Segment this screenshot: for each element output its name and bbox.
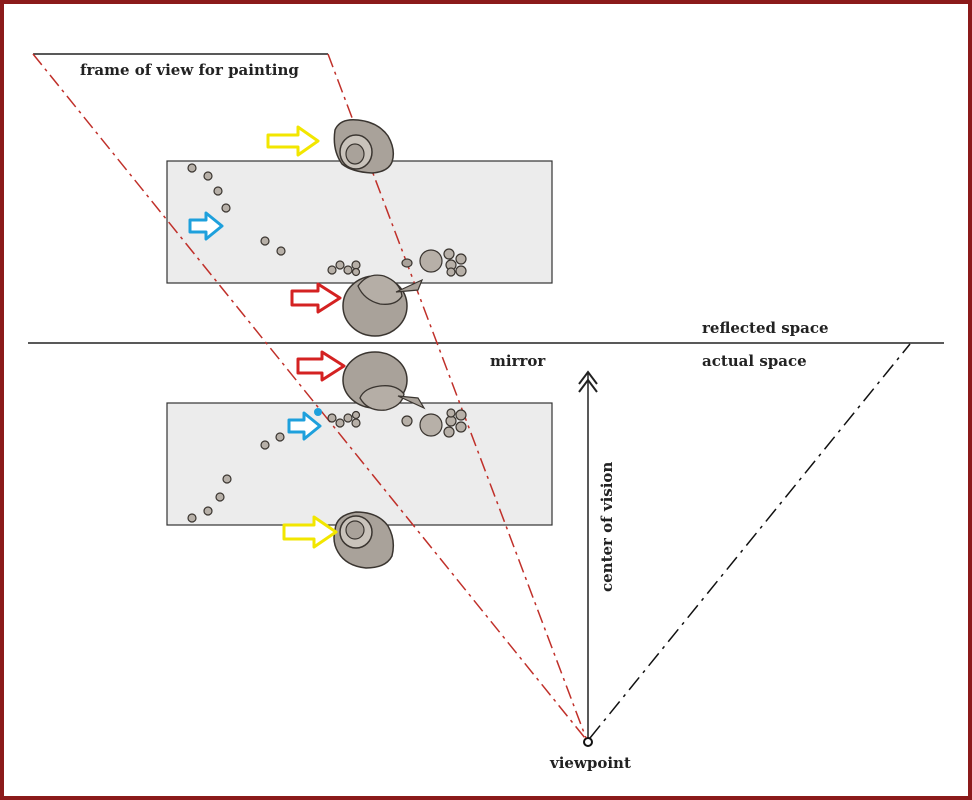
blue-arrow-actual [287, 411, 322, 441]
figure-actual-top [342, 351, 426, 411]
frame-of-view-label: frame of view for painting [80, 61, 299, 79]
left-sight-line [32, 53, 586, 739]
yellow-arrow-actual [282, 515, 338, 549]
blue-dot-marker [314, 408, 322, 416]
figure-reflected-bottom [342, 258, 424, 337]
viewpoint-label: viewpoint [549, 754, 631, 772]
center-of-vision-label: center of vision [598, 462, 616, 592]
reflected-space-label: reflected space [702, 319, 829, 337]
figure-actual-bottom [333, 511, 395, 569]
red-arrow-actual [296, 350, 346, 382]
mirror-label: mirror [490, 352, 546, 370]
viewpoint-marker [583, 737, 593, 747]
red-arrow-reflected [290, 282, 342, 314]
figure-reflected-top [333, 118, 395, 174]
yellow-arrow-reflected [266, 125, 320, 157]
center-of-vision-arrowhead [578, 370, 598, 393]
balls-reflected [187, 163, 467, 277]
blue-arrow-reflected [188, 211, 224, 241]
balls-actual [187, 408, 467, 523]
actual-frame-sight-line [589, 343, 911, 739]
actual-space-label: actual space [702, 352, 807, 370]
